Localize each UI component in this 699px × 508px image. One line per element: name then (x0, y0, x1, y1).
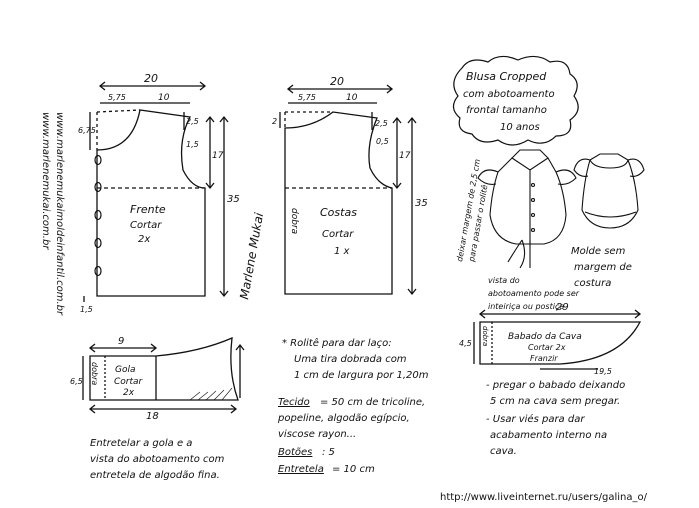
back-total-height-label: 35 (415, 198, 428, 209)
ruffle-piece (473, 309, 642, 370)
front-neck-width-label: 5,75 (108, 93, 126, 102)
back-width-label: 20 (330, 75, 344, 88)
ruffle-gather-length: 19,5 (594, 367, 612, 376)
back-fold-label: dobra (289, 208, 299, 234)
materials-fabric-line-2: popeline, algodão egípcio, (277, 412, 410, 424)
ruffle-gather-label: Franzir (530, 354, 558, 363)
materials-interfacing-value: = 10 cm (332, 464, 375, 475)
back-armhole-height-label: 17 (399, 151, 411, 161)
title-line-4: 10 anos (500, 122, 540, 133)
back-title: Costas (320, 206, 357, 219)
materials-fabric-label: Tecido (278, 397, 310, 408)
collar-piece (82, 336, 245, 414)
rolite-note-line-3: 1 cm de largura por 1,20m (294, 370, 429, 381)
materials-buttons-label: Botões (278, 447, 312, 458)
front-shoulder-width-label: 10 (158, 93, 170, 103)
collar-fold-label: dobra (90, 362, 99, 385)
materials-fabric-value: = 50 cm de tricoline, (320, 397, 425, 408)
ruffle-fold-label: dobra (481, 326, 489, 346)
pattern-note-line-3: costura (574, 278, 611, 289)
collar-hatch (189, 387, 233, 401)
side-url: www.marlenemukaimoldeinfantil.com.br (54, 112, 65, 316)
pattern-note-line-2: margem de (574, 262, 632, 273)
back-cut-label: Cortar (322, 229, 354, 240)
front-width-label: 20 (144, 72, 158, 85)
signature: Marlene Mukai (237, 211, 266, 301)
collar-note-line-3: entretela de algodão fina. (90, 470, 220, 481)
collar-height-label: 6,5 (70, 377, 83, 386)
materials-interfacing-label: Entretela (278, 464, 324, 475)
ruffle-note-line-4: acabamento interno na (490, 430, 607, 441)
pattern-note-line-1: Molde sem (571, 246, 626, 257)
collar-note-line-2: vista do abotoamento com (90, 454, 225, 465)
ruffle-note-line-1: - pregar o babado deixando (486, 380, 625, 391)
ruffle-title: Babado da Cava (508, 332, 582, 342)
front-cut-label: Cortar (130, 220, 162, 231)
back-piece (279, 84, 417, 296)
back-armhole-offset-label: 0,5 (376, 137, 389, 146)
footer-url[interactable]: http://www.liveinternet.ru/users/galina_… (440, 492, 648, 503)
side-url-2: www.marlenemukai.com.br (40, 112, 51, 250)
blouse-back-sketch (573, 153, 645, 229)
back-cut-qty: 1 x (334, 246, 350, 257)
collar-top-width-label: 9 (118, 336, 124, 347)
blouse-front-sketch (477, 149, 577, 269)
back-neck-depth-label: 2 (272, 117, 277, 126)
front-title: Frente (130, 203, 166, 216)
collar-title: Gola (115, 365, 136, 375)
back-shoulder-drop-label: 2,5 (375, 119, 388, 128)
front-cut-qty: 2x (138, 234, 150, 245)
title-line-1: Blusa Cropped (466, 70, 547, 83)
ruffle-width-label: 29 (556, 302, 569, 313)
front-piece (83, 81, 229, 302)
ruffle-cut-label: Cortar 2x (528, 343, 566, 352)
title-cloud (452, 55, 579, 146)
title-line-2: com abotoamento (463, 89, 555, 100)
rolite-note-line-2: Uma tira dobrada com (294, 354, 407, 365)
placket-note-line-2: abotoamento pode ser (488, 289, 580, 298)
collar-bottom-width-label: 18 (146, 411, 159, 422)
back-shoulder-width-label: 10 (346, 93, 358, 103)
materials-buttons-value: : 5 (322, 447, 335, 458)
ruffle-note-line-5: cava. (490, 446, 517, 457)
ruffle-note-line-3: - Usar viés para dar (486, 413, 585, 425)
collar-cut-qty: 2x (123, 388, 135, 398)
front-total-height-label: 35 (227, 194, 240, 205)
placket-note-line-1: vista do (488, 276, 520, 285)
ruffle-note-line-2: 5 cm na cava sem pregar. (490, 396, 620, 407)
placket-note-line-3: inteiriça ou postiça (488, 302, 564, 311)
title-line-3: frontal tamanho (466, 105, 547, 116)
front-buttons (94, 154, 102, 277)
front-neck-depth-label: 6,75 (78, 126, 96, 135)
front-armhole-offset-label: 1,5 (186, 140, 199, 149)
rolite-note-line-1: * Rolitê para dar laço: (282, 337, 392, 349)
materials-fabric-line-3: viscose rayon... (278, 429, 356, 440)
back-neck-width-label: 5,75 (298, 93, 316, 102)
front-hem-ext-label: 1,5 (80, 305, 93, 314)
ruffle-height-label: 4,5 (459, 339, 472, 348)
collar-note-line-1: Entretelar a gola e a (90, 438, 192, 449)
collar-cut-label: Cortar (114, 377, 144, 387)
front-shoulder-drop-label: 2,5 (186, 117, 199, 126)
front-armhole-height-label: 17 (212, 151, 224, 161)
